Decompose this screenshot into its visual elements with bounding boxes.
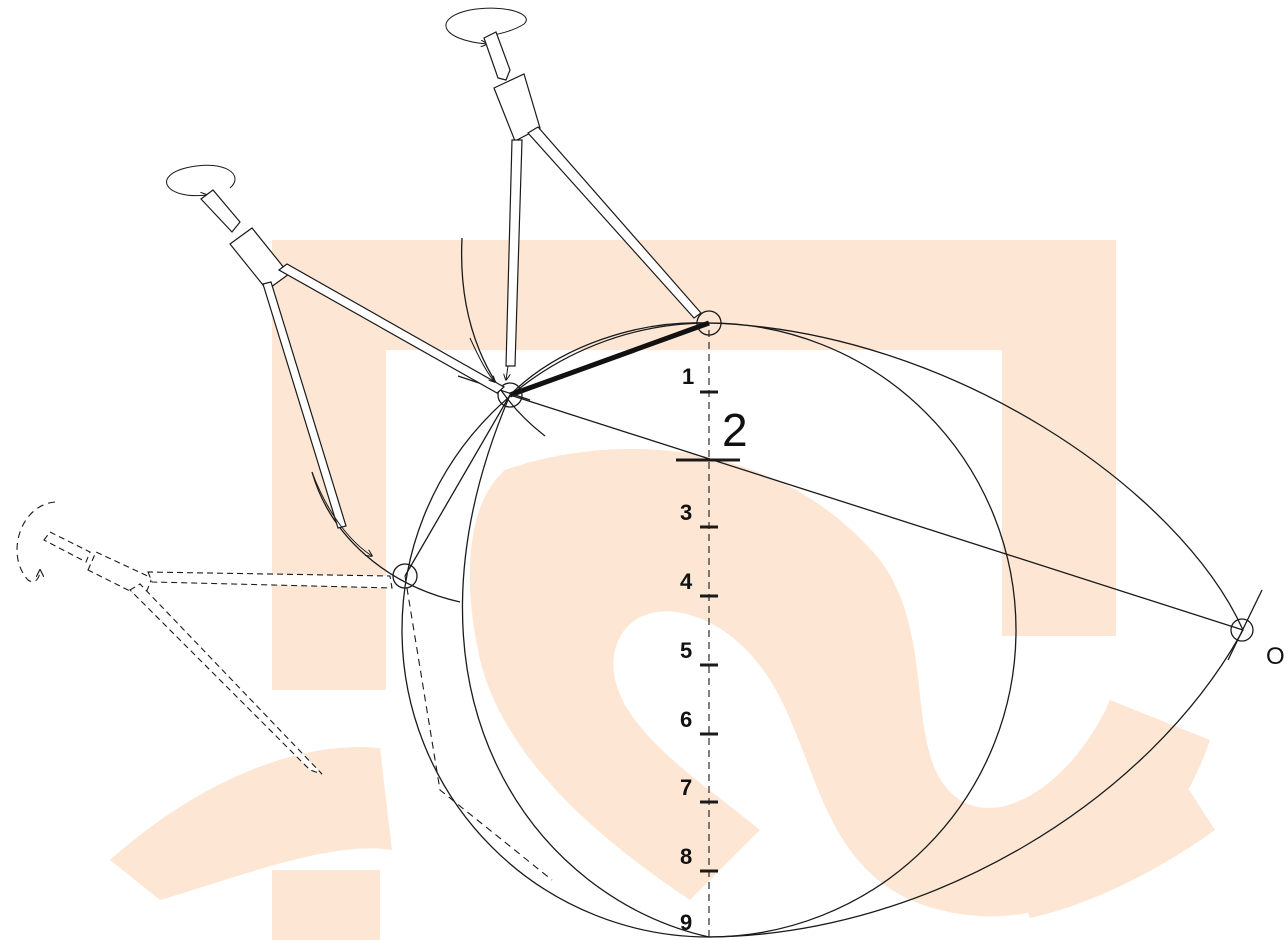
chord-side bbox=[509, 320, 710, 398]
division-number-6: 6 bbox=[680, 707, 692, 732]
watermark-logo bbox=[110, 240, 1215, 940]
construction-arc-left bbox=[311, 471, 461, 603]
point-o bbox=[1230, 618, 1254, 642]
compass-tool-icon bbox=[445, 7, 702, 380]
chord-1-4 bbox=[404, 394, 511, 577]
line-to-o bbox=[509, 394, 1244, 631]
compass-tool-icon bbox=[16, 501, 393, 775]
division-number-3: 3 bbox=[680, 500, 692, 525]
division-number-1: 1 bbox=[682, 364, 694, 389]
division-number-5: 5 bbox=[680, 638, 692, 663]
compass-tool-icon bbox=[166, 164, 506, 556]
division-number-2: 2 bbox=[722, 404, 748, 456]
o-cross-mark bbox=[1227, 589, 1263, 661]
division-ticks bbox=[676, 390, 740, 873]
rotation-arrow-icon bbox=[166, 164, 236, 195]
dashed-chord-4-9 bbox=[404, 575, 553, 881]
construction-arc-top bbox=[460, 237, 546, 437]
rotation-arrow-icon bbox=[445, 7, 527, 44]
point-1 bbox=[497, 382, 523, 408]
point-top bbox=[696, 310, 722, 336]
inner-arc-upper bbox=[509, 322, 710, 396]
division-number-7: 7 bbox=[680, 775, 692, 800]
division-number-8: 8 bbox=[680, 844, 692, 869]
division-number-4: 4 bbox=[680, 569, 693, 594]
inner-arc-left bbox=[461, 394, 710, 938]
rotation-arrow-icon bbox=[16, 501, 56, 583]
point-4 bbox=[392, 563, 418, 589]
division-number-9: 9 bbox=[680, 910, 692, 935]
point-o-label: O bbox=[1266, 643, 1285, 670]
